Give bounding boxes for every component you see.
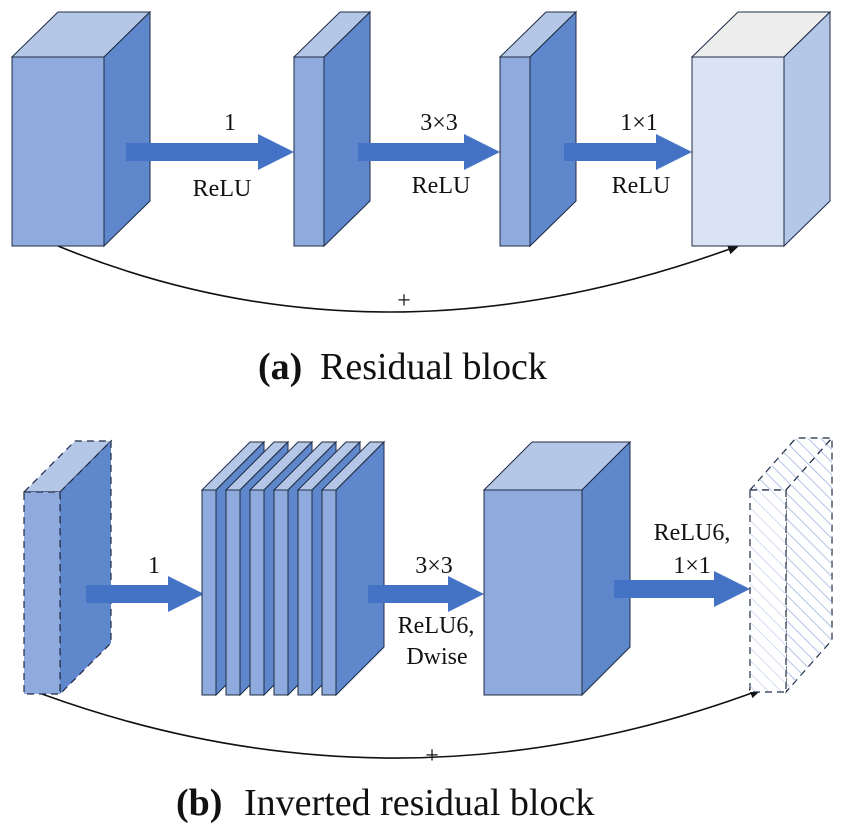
arrow-a1: [126, 134, 294, 170]
block-a2-front: [293, 56, 325, 247]
block-b1-front: [23, 491, 61, 695]
arrow-b3-line1-label: ReLU6,: [654, 520, 731, 546]
panel-a: + 1 ReLU 3×3 ReLU: [10, 10, 832, 388]
caption-b-tag: (b): [176, 782, 222, 824]
arrow-a1-bottom-label: ReLU: [193, 176, 252, 202]
arrow-a3: [564, 134, 692, 170]
arrow-a2-bottom-label: ReLU: [412, 173, 471, 199]
arrow-b1: [86, 576, 204, 612]
block-a1: [10, 10, 152, 248]
skip-connection-a: [57, 244, 740, 313]
arrow-b2: [368, 576, 484, 612]
block-b4-top-hatch: [750, 438, 832, 490]
skip-label-b: +: [425, 743, 439, 769]
arrow-b2-top-label: 3×3: [415, 553, 453, 579]
arrow-a3-top-label: 1×1: [620, 110, 658, 136]
arrow-b3-line2-label: 1×1: [673, 553, 711, 579]
arrow-a1-top-label: 1: [224, 110, 236, 136]
block-a3: [498, 10, 578, 248]
arrow-b3: [614, 571, 750, 607]
skip-connection-b: [41, 688, 762, 759]
arrow-b2-line3-label: Dwise: [406, 644, 467, 670]
caption-a-text: Residual block: [320, 346, 547, 388]
panel-b: + 1: [22, 436, 834, 824]
skip-label-a: +: [397, 288, 411, 314]
arrow-b2-line2-label: ReLU6,: [398, 613, 475, 639]
block-b3: [482, 440, 632, 697]
block-b4-front-hatch: [750, 490, 786, 692]
block-b4-side-hatch: [786, 438, 832, 692]
block-a2: [292, 10, 372, 248]
block-b4: [748, 436, 834, 694]
caption-a-tag: (a): [258, 346, 302, 388]
block-a1-front: [11, 56, 105, 247]
arrow-a2: [358, 134, 500, 170]
arrow-a3-bottom-label: ReLU: [612, 173, 671, 199]
arrow-b1-top-label: 1: [148, 553, 160, 579]
block-a3-front: [499, 56, 531, 247]
block-a4-front: [691, 56, 785, 247]
caption-b-text: Inverted residual block: [244, 782, 594, 824]
block-a4: [690, 10, 832, 248]
block-b1: [22, 439, 113, 696]
arrow-a2-top-label: 3×3: [420, 110, 458, 136]
slab-6: [320, 440, 386, 697]
block-b3-front: [483, 489, 583, 696]
slab-stack: [200, 440, 386, 697]
